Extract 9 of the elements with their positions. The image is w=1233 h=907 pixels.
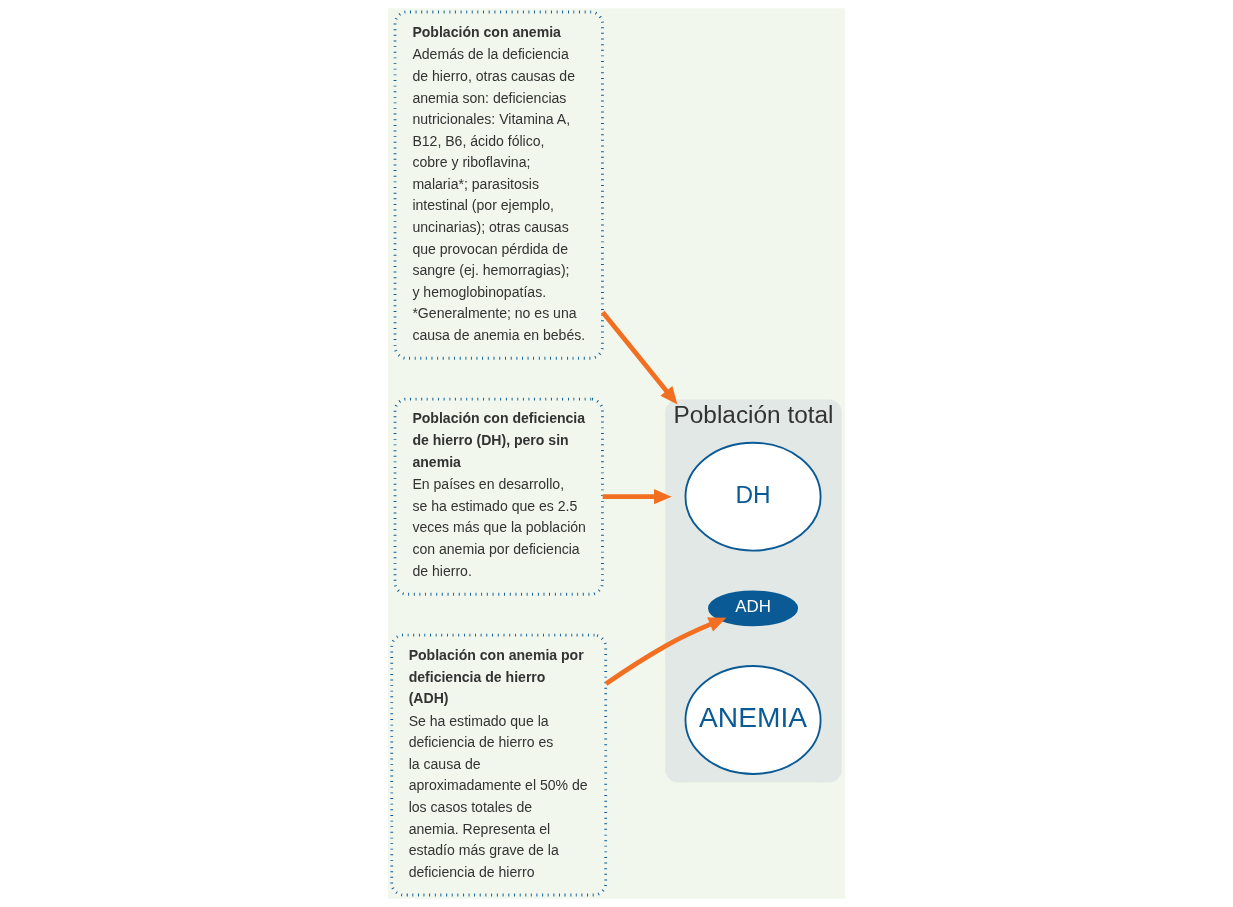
node-box: Población con anemia por deficiencia de hierro (ADH) Se ha estimado que la deficiencia de hierro es la causa de aproximadamente el 50% de los casos totales de anemia. Representa el estadío más grave de la deficiencia de hierro: [390, 633, 608, 897]
node-ellipse: ANEMIA: [684, 665, 822, 775]
node-box: Población con deficiencia de hierro (DH), pero sin anemia En países en desarrollo, se ha estimado que es 2.5 veces más que la población con anemia por deficiencia de hierro.: [393, 397, 604, 596]
node-ellipse: ADH: [708, 590, 799, 627]
node-box: Población con anemia Además de la deficiencia de hierro, otras causas de anemia son: deficiencias nutricionales: Vitamina A, B12, B6, ácido fólico, cobre y riboflavina; malaria*; parasitosis intestinal (por ejemplo, uncinarias); otras causas que provocan pérdida de sangre (ej. hemorragias); y hemoglobinopatías. *Generalmente; no es una causa de anemia en bebés.: [393, 10, 604, 360]
node-ellipse: DH: [684, 441, 822, 552]
arrow: [600, 310, 678, 405]
arrow: [604, 617, 727, 686]
arrow: [602, 488, 672, 505]
